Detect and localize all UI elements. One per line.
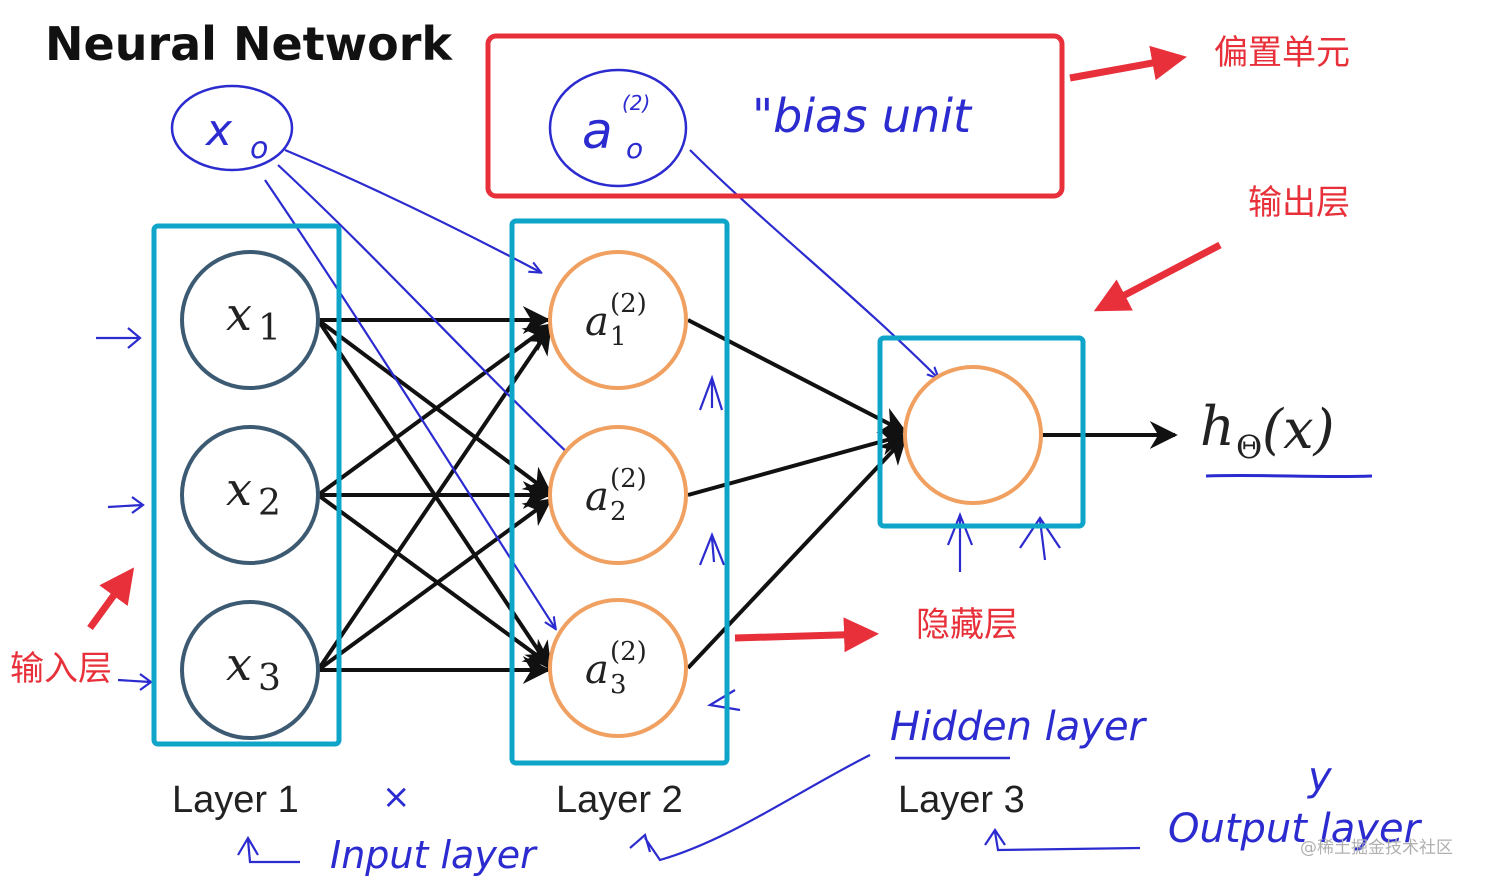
x-mark-handwritten: × xyxy=(382,777,411,817)
node-subscript: 1 xyxy=(258,308,281,349)
input-layer-arrow xyxy=(87,567,135,631)
arrow-mark xyxy=(698,374,724,411)
layer-1-label: Layer 1 xyxy=(172,779,299,821)
node-label: x xyxy=(226,637,252,691)
bias-edge xyxy=(277,164,575,460)
node-subscript: 2 xyxy=(258,483,281,524)
output-layer-handwritten: Output layer xyxy=(1168,806,1423,852)
output-layer-box xyxy=(877,335,1086,529)
underline xyxy=(1205,473,1373,479)
x0-subscript: o xyxy=(250,131,268,166)
output-h: h xyxy=(1200,395,1235,458)
edges-input-hidden xyxy=(316,306,553,684)
input-arrows xyxy=(96,327,1141,864)
bias-input-x0: x o xyxy=(170,84,294,172)
a0-superscript: (2) xyxy=(622,91,650,115)
edge xyxy=(316,498,553,672)
bias-unit-box xyxy=(485,33,1065,199)
node-superscript: (2) xyxy=(610,637,647,667)
node-label: x xyxy=(226,462,252,516)
output-node xyxy=(903,365,1043,505)
input-node-x1: x 1 xyxy=(180,250,320,390)
arrow-mark xyxy=(698,532,726,566)
arrow-mark xyxy=(117,673,153,691)
edges-hidden-output xyxy=(686,318,1178,670)
input-node-x2: x 2 xyxy=(180,425,320,565)
arrow-mark xyxy=(96,327,142,349)
node-subscript: 2 xyxy=(610,497,627,527)
y-handwritten: y xyxy=(1307,754,1333,800)
node-subscript: 1 xyxy=(610,322,627,352)
edge xyxy=(686,435,907,670)
node-superscript: (2) xyxy=(610,464,647,494)
hidden-layer-box xyxy=(509,218,730,766)
arrow-mark xyxy=(107,496,145,514)
bias-edge xyxy=(689,149,938,378)
edge xyxy=(316,493,553,667)
watermark: @稀土掘金技术社区 xyxy=(1300,838,1453,858)
hidden-node-a1: a 1 (2) xyxy=(548,250,688,390)
a0-base: a xyxy=(582,102,613,160)
annotation-arrows xyxy=(87,45,1222,653)
output-layer-arrow xyxy=(1093,241,1222,312)
bias-edge xyxy=(264,179,555,628)
node-label: a xyxy=(585,299,609,345)
hidden-node-a2: a 2 (2) xyxy=(548,425,688,565)
edge xyxy=(687,318,908,434)
node-subscript: 3 xyxy=(258,658,281,699)
input-annotation: 输入层 xyxy=(10,649,112,689)
bias-edge xyxy=(284,148,540,272)
arrow-mark xyxy=(984,828,1141,852)
node-superscript: (2) xyxy=(610,289,647,319)
node-label: a xyxy=(585,647,609,693)
bias-arrow xyxy=(1069,45,1187,82)
edge xyxy=(687,428,908,497)
bias-hidden-a0: a o (2) xyxy=(548,68,688,188)
input-node-x3: x 3 xyxy=(180,600,320,740)
a0-subscript: o xyxy=(626,132,643,165)
hidden-layer-handwritten: Hidden layer xyxy=(890,704,1148,750)
arrow-mark xyxy=(629,754,871,862)
node-label: x xyxy=(226,287,252,341)
layer-3-label: Layer 3 xyxy=(898,779,1025,821)
output-arg: (x) xyxy=(1262,398,1335,461)
bias-annotation: 偏置单元 xyxy=(1214,33,1350,73)
output-label: h Θ (x) xyxy=(1200,395,1373,479)
bias-unit-label: "bias unit xyxy=(752,89,973,143)
input-layer-box xyxy=(151,223,342,747)
page-title: Neural Network xyxy=(45,17,453,71)
node-label: a xyxy=(585,474,609,520)
output-theta: Θ xyxy=(1236,428,1262,466)
hidden-annotation: 隐藏层 xyxy=(916,605,1018,645)
layer-2-label: Layer 2 xyxy=(556,779,683,821)
node-subscript: 3 xyxy=(610,670,627,700)
output-annotation: 输出层 xyxy=(1248,183,1350,223)
hidden-layer-arrow xyxy=(734,617,879,653)
x0-base: x xyxy=(204,105,233,156)
arrow-mark xyxy=(237,835,300,864)
input-layer-handwritten: Input layer xyxy=(330,833,538,877)
hidden-node-a3: a 3 (2) xyxy=(548,598,688,738)
